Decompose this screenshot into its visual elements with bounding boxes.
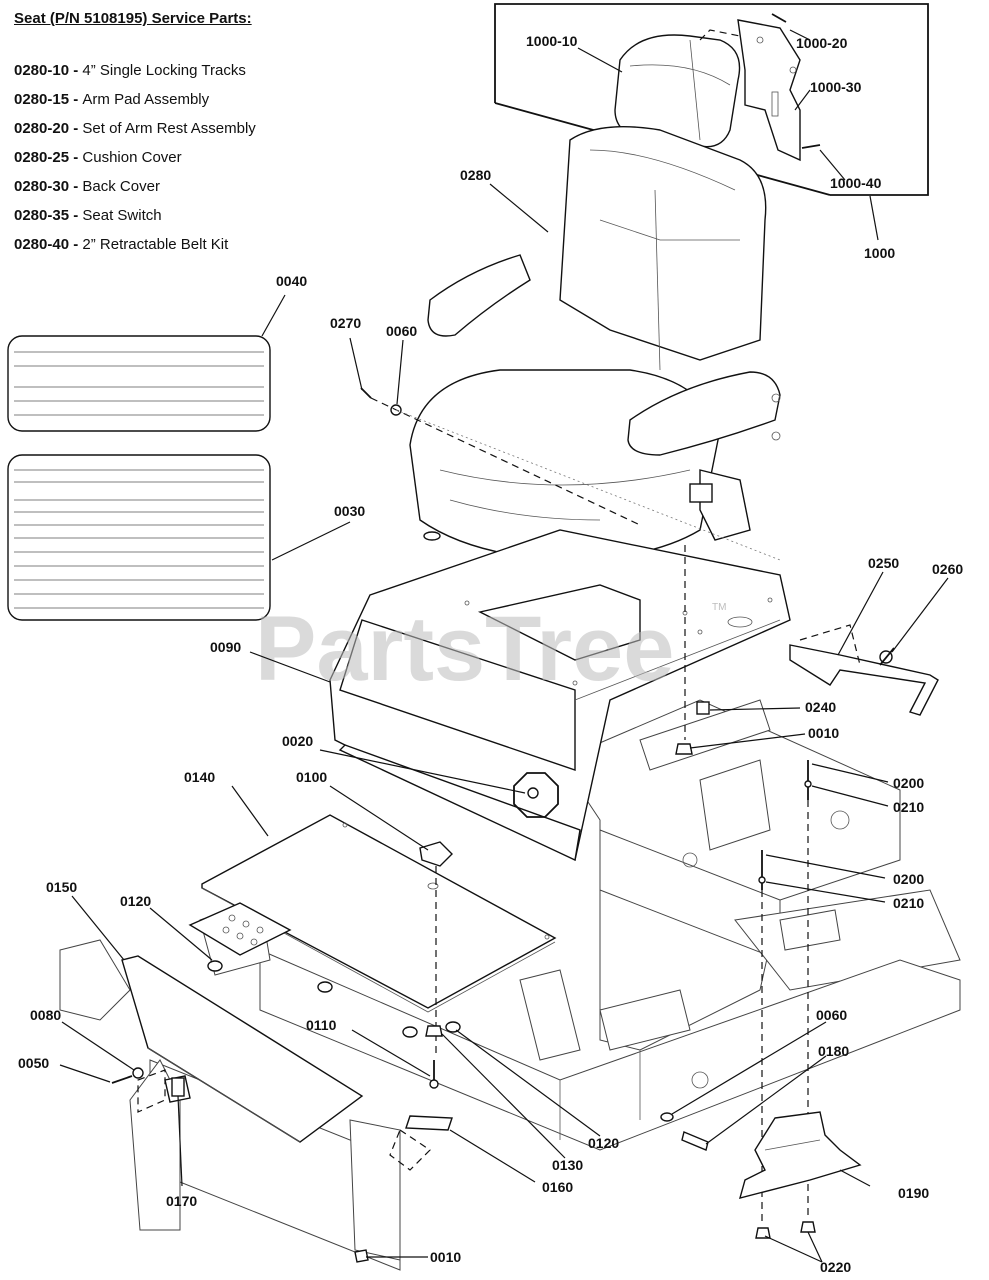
callout-labels: 1000-10 1000-20 1000-30 1000-40 1000 028… <box>18 33 963 1275</box>
callout-1000-20: 1000-20 <box>796 35 848 51</box>
nuts-0220 <box>354 1221 816 1263</box>
callout-0010-mid: 0010 <box>808 725 839 741</box>
perforated-plate <box>188 902 292 956</box>
seat-pan <box>329 529 791 862</box>
callout-0210-a: 0210 <box>893 799 924 815</box>
callout-0160: 0160 <box>542 1179 573 1195</box>
callout-0240: 0240 <box>805 699 836 715</box>
service-part-item: 0280-40 - 2” Retractable Belt Kit <box>14 230 256 259</box>
callout-1000-10: 1000-10 <box>526 33 578 49</box>
callout-0220: 0220 <box>820 1259 851 1275</box>
separator: - <box>69 62 83 79</box>
callout-0150: 0150 <box>46 879 77 895</box>
callout-0270: 0270 <box>330 315 361 331</box>
part-description: Arm Pad Assembly <box>82 91 210 108</box>
chassis-frame <box>59 699 961 1271</box>
callout-0040: 0040 <box>276 273 307 289</box>
callout-0080: 0080 <box>30 1007 61 1023</box>
headrest-bracket <box>737 19 801 162</box>
separator: - <box>69 178 83 195</box>
hardware-0050-0080 <box>111 1067 144 1084</box>
callout-0110: 0110 <box>306 1017 337 1033</box>
service-part-item: 0280-35 - Seat Switch <box>14 201 256 230</box>
callout-0020: 0020 <box>282 733 313 749</box>
part-description: Cushion Cover <box>82 149 182 166</box>
part-description: Back Cover <box>82 178 160 195</box>
hardware-0060-0180 <box>660 1112 709 1151</box>
part-description: 2” Retractable Belt Kit <box>82 236 229 253</box>
callout-0130: 0130 <box>552 1157 583 1173</box>
callout-0060-bot: 0060 <box>816 1007 847 1023</box>
service-part-item: 0280-15 - Arm Pad Assembly <box>14 85 256 114</box>
headrest-bolts <box>771 13 821 149</box>
separator: - <box>69 120 83 137</box>
clip-0170 <box>171 1077 185 1187</box>
part-number: 0280-40 <box>14 236 70 253</box>
part-description: Set of Arm Rest Assembly <box>82 120 256 137</box>
callout-0190: 0190 <box>898 1185 929 1201</box>
callout-0280: 0280 <box>460 167 491 183</box>
leader-lines <box>59 29 949 1263</box>
service-part-item: 0280-30 - Back Cover <box>14 172 256 201</box>
callout-0050: 0050 <box>18 1055 49 1071</box>
seat-assembly <box>409 126 781 561</box>
callout-0260: 0260 <box>932 561 963 577</box>
knob-0020 <box>513 772 559 818</box>
decal-0040 <box>7 335 271 432</box>
callout-0100: 0100 <box>296 769 327 785</box>
callout-0120-top: 0120 <box>120 893 151 909</box>
watermark-tm: TM <box>712 602 726 613</box>
grommets-0120 <box>207 960 461 1089</box>
decal-0030 <box>7 454 271 621</box>
separator: - <box>69 207 83 224</box>
callout-0060-top: 0060 <box>386 323 417 339</box>
service-part-item: 0280-10 - 4” Single Locking Tracks <box>14 56 256 85</box>
part-number: 0280-35 <box>14 207 70 224</box>
callout-0210-b: 0210 <box>893 895 924 911</box>
watermark: PartsTree <box>255 598 674 700</box>
part-number: 0280-25 <box>14 149 70 166</box>
part-description: Seat Switch <box>82 207 162 224</box>
callout-0200-b: 0200 <box>893 871 924 887</box>
callout-0120-bot: 0120 <box>588 1135 619 1151</box>
callout-0010-bot: 0010 <box>430 1249 461 1265</box>
callout-0180: 0180 <box>818 1043 849 1059</box>
callout-1000-30: 1000-30 <box>810 79 862 95</box>
separator: - <box>69 236 83 253</box>
separator: - <box>69 91 83 108</box>
rod-0250 <box>789 624 939 716</box>
knob-0100 <box>419 841 453 1055</box>
service-part-item: 0280-25 - Cushion Cover <box>14 143 256 172</box>
shield-plate <box>739 1111 862 1199</box>
part-description: 4” Single Locking Tracks <box>82 62 246 79</box>
hardware-0270-0060 <box>360 387 781 561</box>
part-number: 0280-15 <box>14 91 70 108</box>
callout-0200-a: 0200 <box>893 775 924 791</box>
service-part-item: 0280-20 - Set of Arm Rest Assembly <box>14 114 256 143</box>
part-number: 0280-20 <box>14 120 70 137</box>
hardware-0240-0010 <box>675 545 710 755</box>
callout-0170: 0170 <box>166 1193 197 1209</box>
callout-0030: 0030 <box>334 503 365 519</box>
service-parts-list: 0280-10 - 4” Single Locking Tracks 0280-… <box>14 56 256 259</box>
callout-0140: 0140 <box>184 769 215 785</box>
part-number: 0280-10 <box>14 62 70 79</box>
separator: - <box>69 149 83 166</box>
callout-0250: 0250 <box>868 555 899 571</box>
callout-1000: 1000 <box>864 245 895 261</box>
callout-0090: 0090 <box>210 639 241 655</box>
service-parts-title: Seat (P/N 5108195) Service Parts: <box>14 10 252 27</box>
assembly-dash <box>699 29 741 41</box>
part-number: 0280-30 <box>14 178 70 195</box>
callout-1000-40: 1000-40 <box>830 175 882 191</box>
